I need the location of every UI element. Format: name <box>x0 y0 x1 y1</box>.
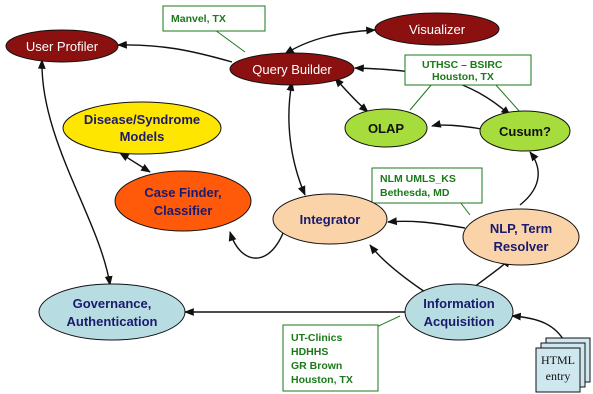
node-case-finder-line2: Classifier <box>154 203 213 218</box>
edge-disease-casefinder <box>119 152 151 173</box>
callout-utclinics-line3: GR Brown <box>291 360 342 372</box>
node-user-profiler-label: User Profiler <box>26 39 99 54</box>
node-nlp[interactable]: NLP, Term Resolver <box>462 208 580 266</box>
node-nlp-line2: Resolver <box>494 239 549 254</box>
html-entry-line1: HTML <box>541 353 575 367</box>
callout-pointer-olap <box>409 83 433 111</box>
callout-pointer <box>214 29 246 53</box>
callout-nlm-line2: Bethesda, MD <box>380 187 450 199</box>
edge-cusum-olap <box>431 120 488 131</box>
node-cusum-label: Cusum? <box>499 124 551 139</box>
callout-pointer-cusum <box>494 83 521 113</box>
edge-nlp-cusum <box>519 151 539 206</box>
callout-box <box>371 167 483 204</box>
edge-userprofiler-governance <box>37 59 113 286</box>
node-case-finder-line1: Case Finder, <box>144 185 221 200</box>
node-info-acquisition-line1: Information <box>423 296 495 311</box>
node-disease-models-line1: Disease/Syndrome <box>84 112 200 127</box>
node-user-profiler[interactable]: User Profiler <box>5 29 119 63</box>
edge-query-integrator <box>286 81 306 196</box>
node-visualizer-label: Visualizer <box>409 22 466 37</box>
node-info-acquisition-line2: Acquisition <box>424 314 495 329</box>
node-nlp-line1: NLP, Term <box>490 221 552 236</box>
html-entry-document-icon: HTML entry <box>535 337 591 393</box>
edge-query-visualizer <box>284 26 376 55</box>
callout-nlm-line1: NLM UMLS_KS <box>380 173 456 185</box>
node-case-finder[interactable]: Case Finder, Classifier <box>114 170 252 232</box>
callout-box <box>282 324 379 392</box>
edge-query-olap <box>334 77 369 113</box>
edge-integrator-casefinder <box>228 227 286 259</box>
callout-uthsc: UTHSC – BSIRC Houston, TX <box>404 54 532 113</box>
edges <box>37 26 566 343</box>
node-governance-line1: Governance, <box>73 296 152 311</box>
node-info-acquisition[interactable]: Information Acquisition <box>404 283 514 341</box>
node-disease-models[interactable]: Disease/Syndrome Models <box>62 101 222 155</box>
callout-manvel: Manvel, TX <box>162 5 266 53</box>
edge-nlp-integrator <box>387 217 466 229</box>
node-query-builder[interactable]: Query Builder <box>229 52 355 86</box>
callout-box <box>404 54 532 86</box>
callout-nlm: NLM UMLS_KS Bethesda, MD <box>371 167 483 216</box>
node-integrator-label: Integrator <box>300 212 361 227</box>
node-query-builder-label: Query Builder <box>252 62 332 77</box>
callout-manvel-text: Manvel, TX <box>171 13 226 25</box>
node-disease-models-line2: Models <box>120 129 165 144</box>
callout-utclinics: UT-Clinics HDHHS GR Brown Houston, TX <box>282 315 401 392</box>
edge-query-to-userprofiler <box>117 40 233 63</box>
node-cusum[interactable]: Cusum? <box>479 110 571 152</box>
callout-uthsc-line2: Houston, TX <box>432 71 494 83</box>
node-olap[interactable]: OLAP <box>344 108 428 148</box>
callout-utclinics-line4: Houston, TX <box>291 374 353 386</box>
callout-utclinics-line1: UT-Clinics <box>291 332 343 344</box>
node-governance[interactable]: Governance, Authentication <box>38 283 186 341</box>
callout-utclinics-line2: HDHHS <box>291 346 328 358</box>
node-governance-line2: Authentication <box>67 314 158 329</box>
edge-infoacq-integrator <box>369 244 426 293</box>
node-integrator[interactable]: Integrator <box>272 193 388 245</box>
callout-pointer <box>459 201 471 216</box>
html-entry-line2: entry <box>546 369 571 383</box>
callout-uthsc-line1: UTHSC – BSIRC <box>422 59 503 71</box>
node-visualizer[interactable]: Visualizer <box>374 12 500 46</box>
callout-box <box>162 5 266 32</box>
node-olap-label: OLAP <box>368 121 404 136</box>
